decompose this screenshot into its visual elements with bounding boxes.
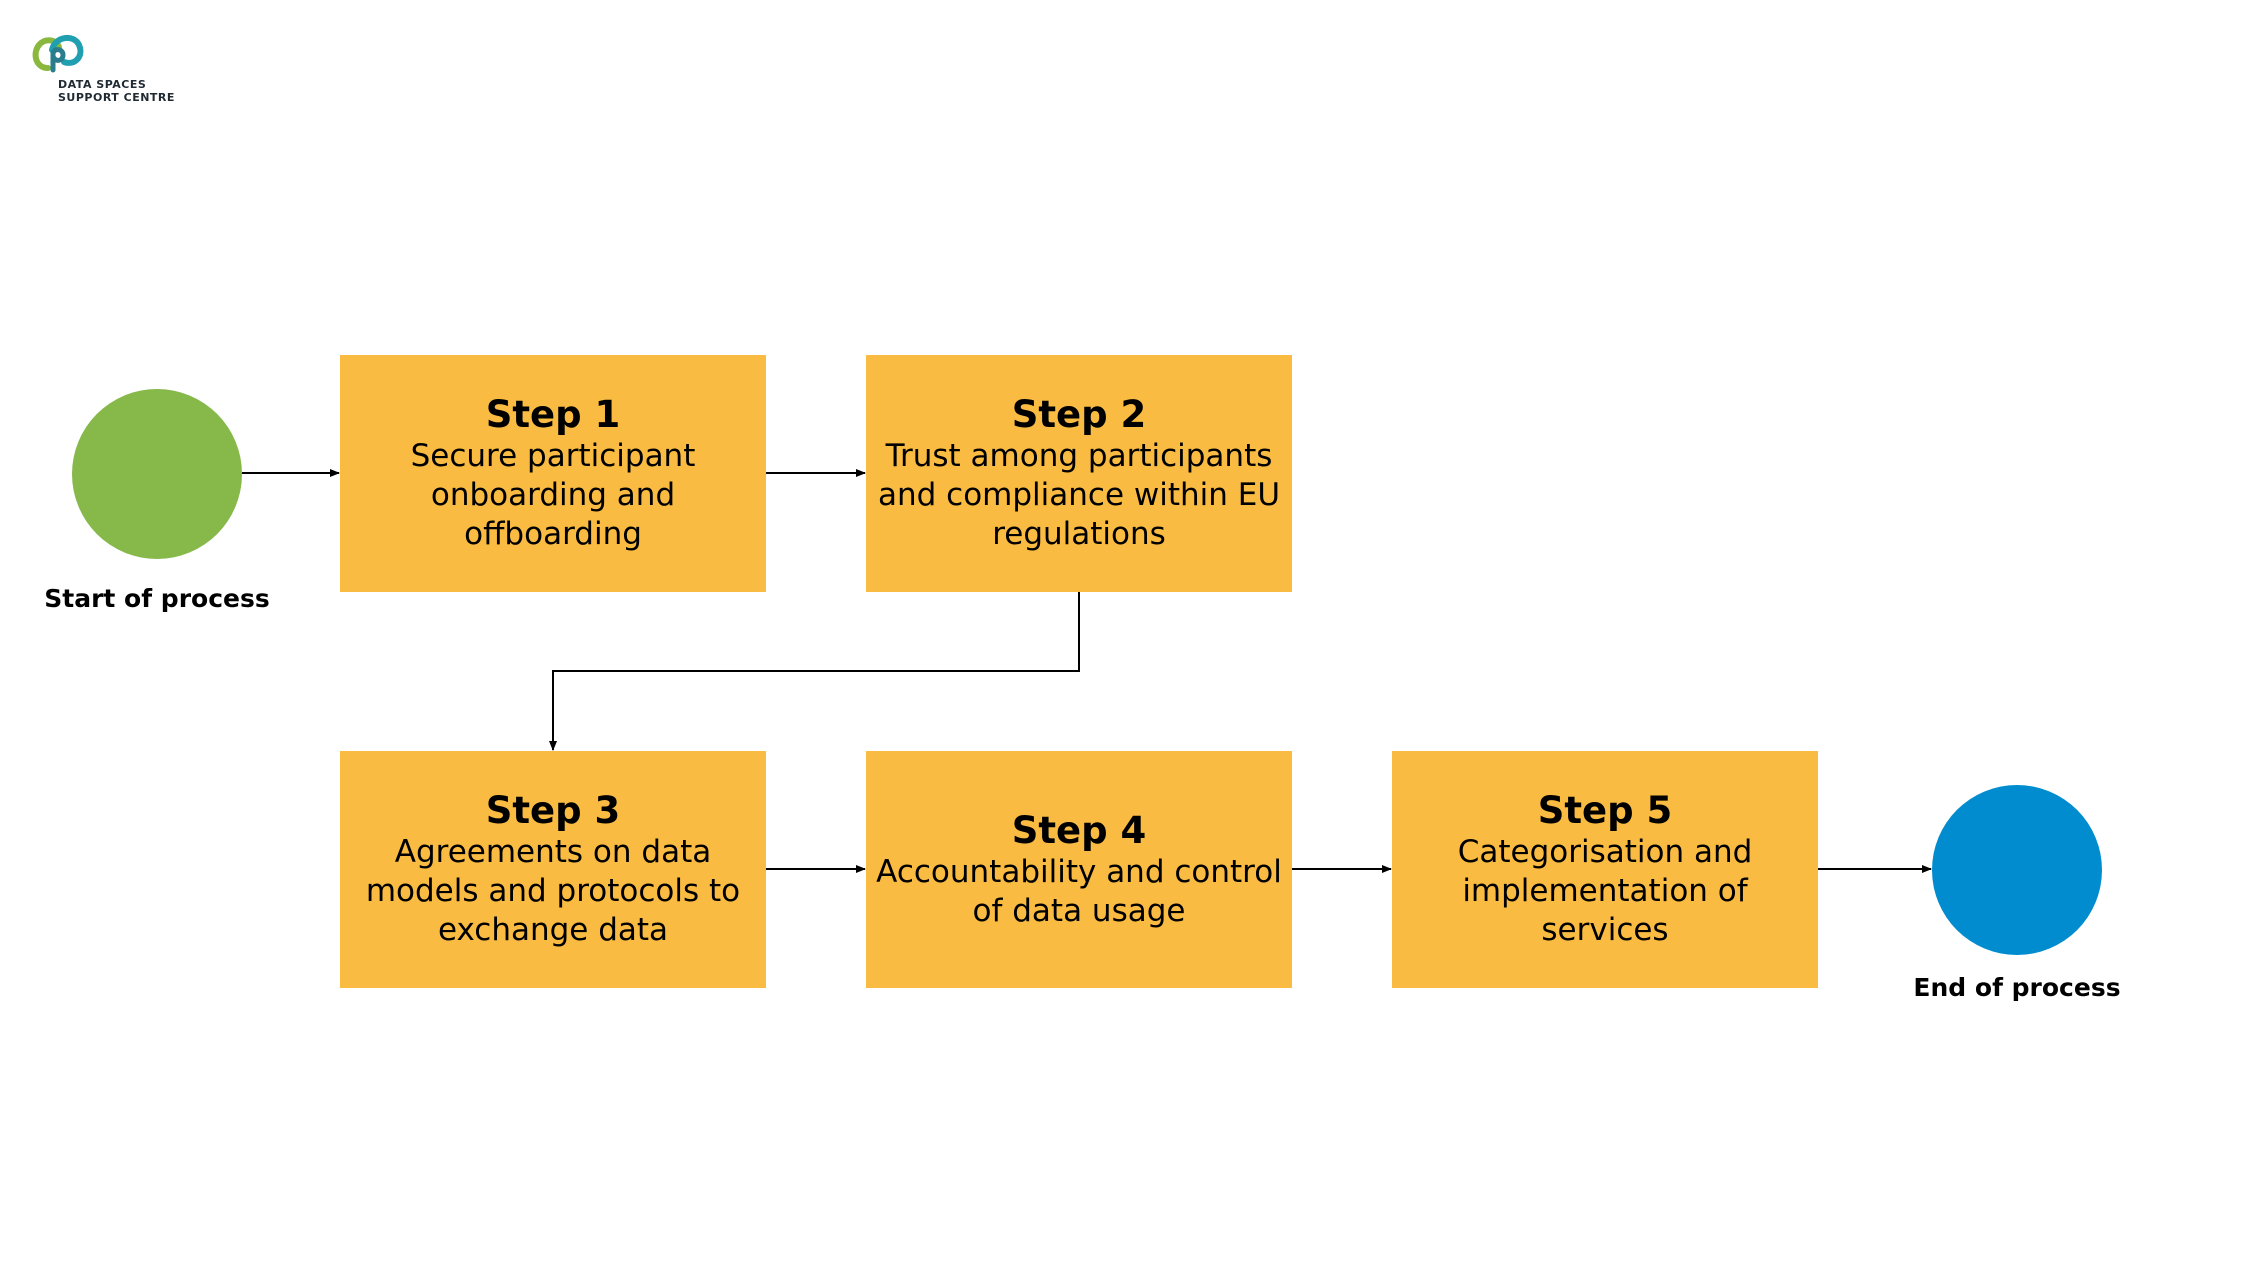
step-1-description: Secure participant onboarding and offboa…: [410, 438, 696, 552]
step-4-description: Accountability and control of data usage: [876, 853, 1282, 929]
step-2-box: Step 2 Trust among participants and comp…: [866, 355, 1292, 592]
start-node: [72, 389, 242, 559]
step-3-description: Agreements on data models and protocols …: [365, 834, 741, 948]
step-2-description: Trust among participants and compliance …: [877, 438, 1281, 552]
step-5-title: Step 5: [1537, 789, 1673, 832]
logo-line-2: SUPPORT CENTRE: [58, 91, 175, 104]
step-4-box: Step 4 Accountability and control of dat…: [866, 751, 1292, 988]
step-1-box: Step 1 Secure participant onboarding and…: [340, 355, 766, 592]
step-4-title: Step 4: [1011, 808, 1147, 852]
data-spaces-logo-icon: [32, 35, 84, 73]
end-node: [1932, 785, 2102, 955]
end-label: End of process: [1913, 973, 2121, 1002]
step-2-title: Step 2: [1011, 393, 1147, 436]
logo-line-1: DATA SPACES: [58, 78, 147, 91]
logo: DATA SPACES SUPPORT CENTRE: [30, 30, 230, 110]
step-3-box: Step 3 Agreements on data models and pro…: [340, 751, 766, 988]
logo-text: DATA SPACES SUPPORT CENTRE: [58, 78, 175, 104]
step-3-title: Step 3: [485, 789, 621, 832]
step-5-description: Categorisation and implementation of ser…: [1457, 834, 1753, 948]
step-1-title: Step 1: [485, 393, 621, 436]
arrow-step-2-to-step-3: [549, 592, 1080, 751]
step-5-box: Step 5 Categorisation and implementation…: [1392, 751, 1818, 988]
start-label: Start of process: [44, 584, 270, 613]
